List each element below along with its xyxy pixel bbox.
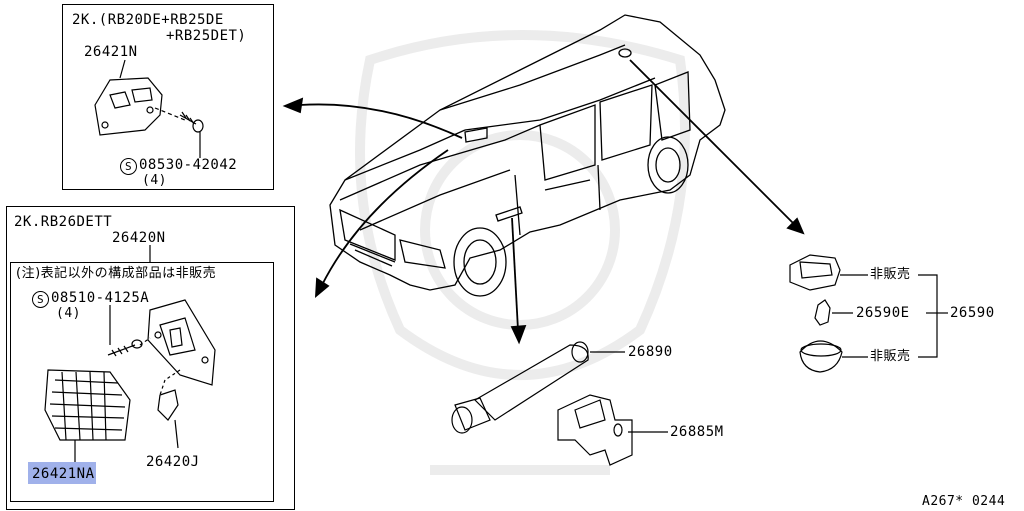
top-inset-header-line1: 2K.(RB20DE+RB25DE (72, 12, 224, 28)
bottom-inset-header: 2K.RB26DETT (14, 214, 113, 230)
part-number-26590E[interactable]: 26590E (856, 305, 910, 321)
part-number-26590[interactable]: 26590 (950, 305, 995, 321)
diagram-code: A267* 0244 (922, 494, 1006, 509)
standard-part-symbol: S (120, 158, 137, 175)
part-number-26890[interactable]: 26890 (628, 344, 673, 360)
part-number-08510-4125A: 08510-4125A (51, 290, 150, 306)
part-number-26885M[interactable]: 26885M (670, 424, 724, 440)
part-number-08530-42042: 08530-42042 (139, 157, 238, 173)
top-inset-frame (62, 4, 274, 190)
right-group-parts (789, 254, 948, 373)
watermark-emblem (355, 30, 690, 475)
part-number-26421NA[interactable]: 26421NA (32, 466, 95, 482)
part-number-26420N[interactable]: 26420N (112, 230, 166, 246)
top-inset-parts (94, 59, 204, 158)
not-sold-note: (注)表記以外の構成部品は非販売 (16, 266, 217, 281)
standard-part-symbol: S (32, 291, 49, 308)
callout-arrows (282, 59, 805, 345)
note-frame (10, 262, 274, 502)
bottom-inset-parts (44, 245, 216, 462)
part-number-26421N[interactable]: 26421N (84, 44, 138, 60)
car-illustration (329, 14, 726, 297)
screw-qty-top: (4) (142, 173, 167, 188)
screw-qty-bottom: (4) (56, 306, 81, 321)
center-parts (451, 341, 668, 466)
part-number-26420J[interactable]: 26420J (146, 454, 200, 470)
top-inset-header-line2: +RB25DET) (166, 28, 247, 44)
selection-highlight (28, 462, 96, 484)
bottom-inset-frame (6, 206, 295, 510)
not-sold-label-2: 非販売 (870, 349, 911, 364)
not-sold-label-1: 非販売 (870, 267, 911, 282)
